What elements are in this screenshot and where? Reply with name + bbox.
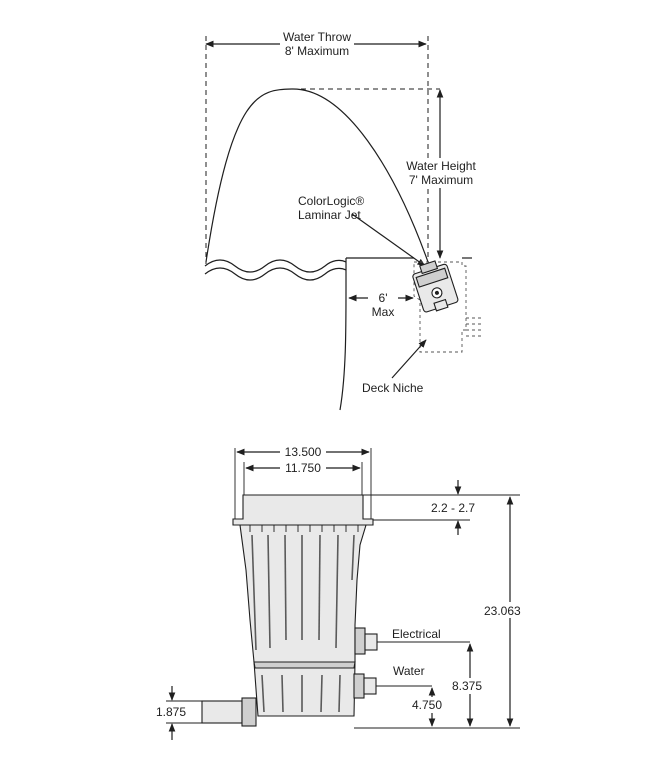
deck-niche-label: Deck Niche — [362, 381, 424, 395]
inner-width-value: 11.750 — [285, 461, 321, 475]
water-label: Water — [393, 664, 425, 678]
laminar-jet — [412, 260, 459, 313]
total-height-dimension: 23.063 — [354, 496, 534, 729]
water-throw-dimension: Water Throw 8' Maximum — [205, 30, 429, 264]
inner-width-dimension: 11.750 — [245, 460, 361, 475]
electrical-height-dimension: 8.375 — [450, 643, 490, 727]
lid-dimension-value: 2.2 - 2.7 — [431, 501, 475, 515]
pipe-diameter-dimension: 1.875 — [156, 686, 186, 740]
lid-dimension: 2.2 - 2.7 — [363, 480, 520, 535]
total-height-value: 23.063 — [484, 604, 521, 618]
water-inlet — [353, 673, 432, 699]
electrical-height-value: 8.375 — [452, 679, 482, 693]
outer-width-dimension: 13.500 — [236, 444, 370, 459]
jet-label-line2: Laminar Jet — [298, 208, 361, 222]
water-height-dimension: 4.750 — [412, 687, 452, 727]
niche-body — [232, 494, 374, 717]
distance-unit: Max — [372, 305, 395, 319]
distance-dimension: 6' Max — [348, 291, 414, 319]
water-arc — [205, 88, 429, 263]
water-pipe-left — [166, 697, 257, 727]
water-height-label: Water Height — [406, 159, 476, 173]
water-surface — [204, 259, 347, 273]
niche-dimension-drawing: 13.500 11.750 — [156, 444, 534, 740]
water-height-value: 7' Maximum — [409, 173, 473, 187]
water-height-value: 4.750 — [412, 698, 442, 712]
distance-value: 6' — [379, 291, 388, 305]
outer-width-value: 13.500 — [285, 445, 322, 459]
electrical-label: Electrical — [392, 627, 441, 641]
deck-niche — [413, 261, 482, 353]
installation-diagram: Water Throw 8' Maximum Water Height 7' M… — [204, 30, 482, 411]
pipe-diameter-value: 1.875 — [156, 705, 186, 719]
pool-wall — [339, 257, 414, 411]
water-throw-value: 8' Maximum — [285, 44, 349, 58]
electrical-conduit — [354, 627, 470, 655]
jet-label-line1: ColorLogic® — [298, 194, 364, 208]
water-throw-label: Water Throw — [283, 30, 351, 44]
water-height-dimension: Water Height 7' Maximum — [406, 89, 476, 259]
